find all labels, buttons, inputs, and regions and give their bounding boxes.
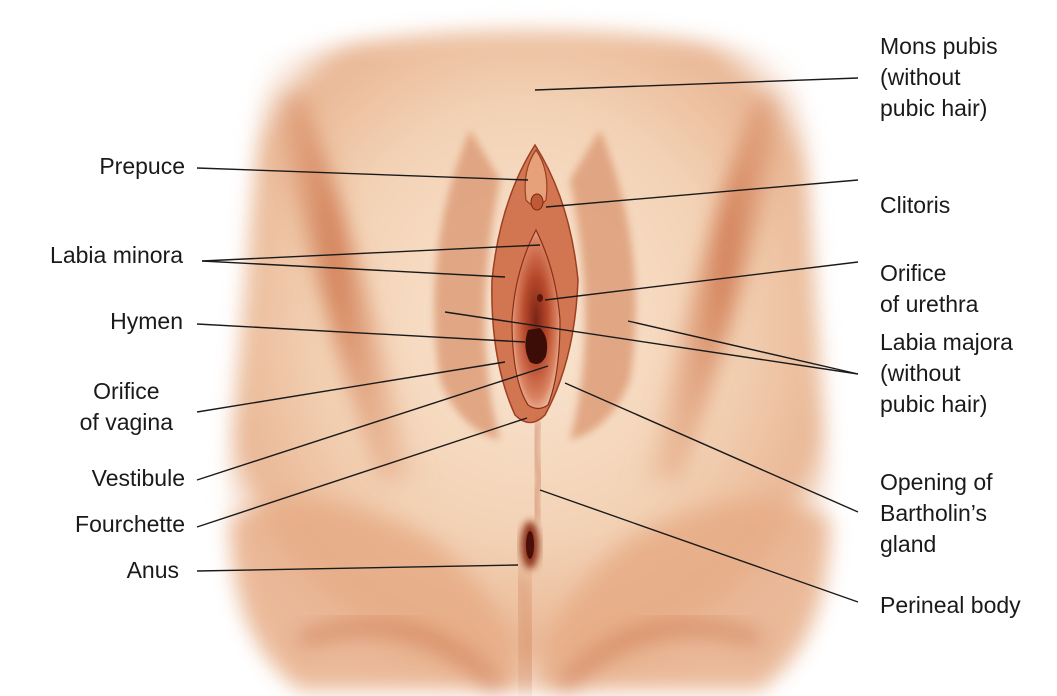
label-mons-pubis-line1: Mons pubis xyxy=(880,31,998,62)
label-labia-majora-line3: pubic hair) xyxy=(880,389,1013,420)
label-clitoris: Clitoris xyxy=(880,190,950,221)
label-anus: Anus xyxy=(127,555,179,586)
label-orifice-of-urethra-line2: of urethra xyxy=(880,289,978,320)
label-fourchette: Fourchette xyxy=(75,509,185,540)
label-labia-majora-line2: (without xyxy=(880,358,1013,389)
label-perineal-body: Perineal body xyxy=(880,590,1021,621)
label-orifice-of-urethra: Orifice of urethra xyxy=(880,258,978,320)
label-bartholin-line2: Bartholin’s xyxy=(880,498,993,529)
label-mons-pubis-line2: (without xyxy=(880,62,998,93)
clitoris-shape xyxy=(531,194,543,210)
label-mons-pubis-line3: pubic hair) xyxy=(880,93,998,124)
label-mons-pubis: Mons pubis (without pubic hair) xyxy=(880,31,998,124)
label-orifice-of-vagina: Orifice of vagina xyxy=(80,376,173,438)
label-bartholin-line1: Opening of xyxy=(880,467,993,498)
vaginal-orifice-shape xyxy=(525,328,547,364)
label-orifice-of-vagina-line1: Orifice xyxy=(80,376,173,407)
label-labia-majora-line1: Labia majora xyxy=(880,327,1013,358)
label-orifice-of-urethra-line1: Orifice xyxy=(880,258,978,289)
label-bartholin: Opening of Bartholin’s gland xyxy=(880,467,993,560)
label-labia-minora: Labia minora xyxy=(50,240,183,271)
label-orifice-of-vagina-line2: of vagina xyxy=(80,407,173,438)
label-labia-majora: Labia majora (without pubic hair) xyxy=(880,327,1013,420)
label-bartholin-line3: gland xyxy=(880,529,993,560)
label-prepuce: Prepuce xyxy=(99,151,185,182)
label-vestibule: Vestibule xyxy=(92,463,185,494)
label-hymen: Hymen xyxy=(110,306,183,337)
urethra-shape xyxy=(537,294,543,302)
